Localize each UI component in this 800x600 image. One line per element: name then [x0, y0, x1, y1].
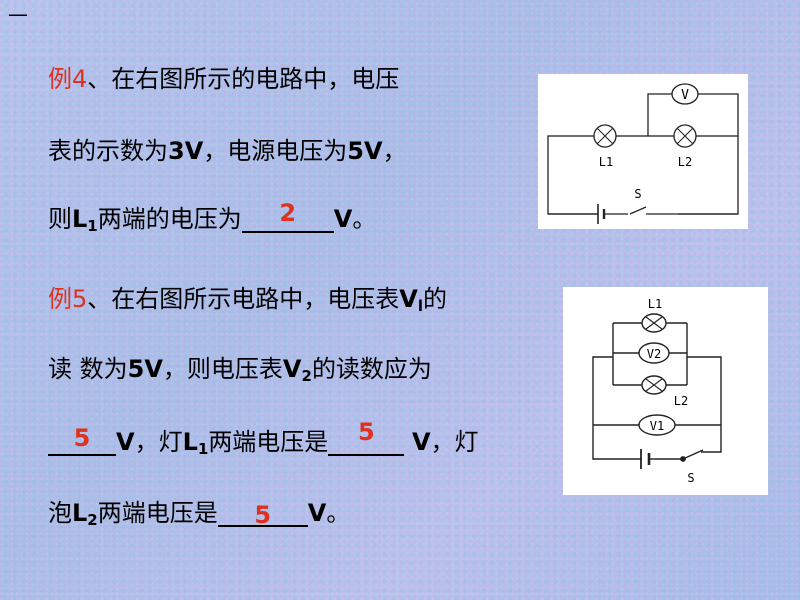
ex4-line3-b: 两端的电压为 — [97, 205, 242, 233]
ex5-line4-unit: V — [307, 499, 327, 527]
ex5-line3-b: 两端电压是 — [208, 428, 329, 456]
ex5-label: 例5 — [48, 285, 88, 313]
ex4-line3-end: 。 — [352, 205, 377, 233]
ex5-lamp-1 — [641, 313, 667, 333]
ex4-line3-sub: 1 — [87, 217, 98, 235]
ex5-line4-end: 。 — [326, 499, 351, 527]
ex4-circuit-diagram: V L1 L2 S — [538, 74, 748, 229]
ex5-answer2-blank: 5 — [328, 420, 405, 456]
ex5-line2-V: V — [282, 355, 302, 383]
ex5-value-5v: 5V — [127, 355, 163, 383]
ex5-line1-text: 、在右图所示电路中，电压表 — [87, 285, 400, 313]
ex5-answer-1: 5 — [73, 424, 91, 452]
ex5-line3-sub: 1 — [197, 440, 209, 458]
ex5-circuit-svg: V2 V1 L1 L2 S — [592, 297, 722, 485]
ex5-line3-c: ，灯 — [430, 428, 479, 456]
ex5-line-4: 泡L2两端电压是 5 V。 — [48, 498, 350, 535]
ex4-line3-a: 则 — [48, 205, 72, 233]
ex5-voltmeter-2: V2 — [638, 342, 670, 364]
ex5-line2-d: 的读数应为 — [311, 355, 432, 383]
ex4-voltmeter-label: V — [681, 88, 689, 103]
ex4-lamp-1-label: L1 — [599, 155, 613, 169]
ex5-switch-label: S — [687, 471, 694, 485]
ex5-line1-sub: l — [417, 297, 424, 315]
ex4-switch-label: S — [634, 187, 641, 201]
ex4-voltmeter: V — [671, 83, 699, 105]
ex5-line-1: 例5、在右图所示电路中，电压表Vl的 — [48, 284, 447, 321]
ex4-lamp-2 — [673, 124, 697, 148]
ex4-line1-text: 、在右图所示的电路中，电压 — [87, 65, 400, 93]
ex4-line2-a: 表的示数为 — [48, 137, 168, 165]
ex5-line3-unit2: V — [411, 428, 431, 456]
ex5-lamp-2 — [641, 375, 667, 395]
ex5-line3-L: L — [182, 428, 198, 456]
ex5-line4-sub: 2 — [87, 511, 98, 529]
ex4-value-3v: 3V — [168, 137, 204, 165]
ex5-answer-3: 5 — [254, 501, 272, 529]
ex4-line-3: 则L1两端的电压为 2 V。 — [48, 201, 377, 241]
ex4-value-5v: 5V — [347, 137, 383, 165]
ex4-label: 例4 — [48, 65, 88, 93]
ex5-circuit-diagram: V2 V1 L1 L2 S — [563, 287, 768, 495]
ex5-voltmeter-1: V1 — [638, 414, 676, 436]
ex5-voltmeter-1-label: V1 — [650, 419, 664, 433]
ex5-line4-a: 泡 — [48, 499, 72, 527]
ex5-line2-c: ，则电压表 — [162, 355, 283, 383]
ex5-line-2: 读 数为5V，则电压表V2的读数应为 — [48, 354, 432, 391]
ex5-answer1-blank: 5 — [48, 426, 116, 456]
ex4-line3-L: L — [72, 205, 88, 233]
ex5-line2-a: 读 数为 — [48, 355, 128, 383]
ex5-line3-a: ，灯 — [134, 428, 183, 456]
ex4-answer-blank: 2 — [241, 201, 334, 233]
ex4-line-2: 表的示数为3V，电源电压为5V， — [48, 136, 407, 166]
ex5-line3-unit1: V — [116, 428, 135, 456]
ex5-voltmeter-2-label: V2 — [647, 347, 661, 361]
ex4-line3-unit: V — [333, 205, 353, 233]
corner-mark: — — [8, 2, 28, 26]
ex4-answer: 2 — [279, 199, 297, 227]
ex5-line4-L: L — [72, 499, 88, 527]
ex5-answer3-blank: 5 — [217, 501, 308, 529]
ex5-line1-end: 的 — [423, 285, 448, 313]
ex5-lamp-2-label: L2 — [674, 394, 688, 408]
ex4-circuit-svg: V L1 L2 S — [547, 83, 739, 224]
ex5-lamp-1-label: L1 — [648, 297, 662, 311]
ex4-lamp-1 — [593, 124, 617, 148]
ex5-line1-V: V — [399, 285, 418, 313]
ex5-line4-b: 两端电压是 — [97, 499, 218, 527]
ex5-line2-sub: 2 — [301, 367, 312, 385]
ex4-line2-e: ， — [382, 137, 407, 165]
ex4-line-1: 例4、在右图所示的电路中，电压 — [48, 64, 399, 94]
ex4-lamp-2-label: L2 — [678, 155, 692, 169]
ex4-line2-c: ，电源电压为 — [203, 137, 348, 165]
ex5-answer-2: 5 — [357, 418, 375, 446]
